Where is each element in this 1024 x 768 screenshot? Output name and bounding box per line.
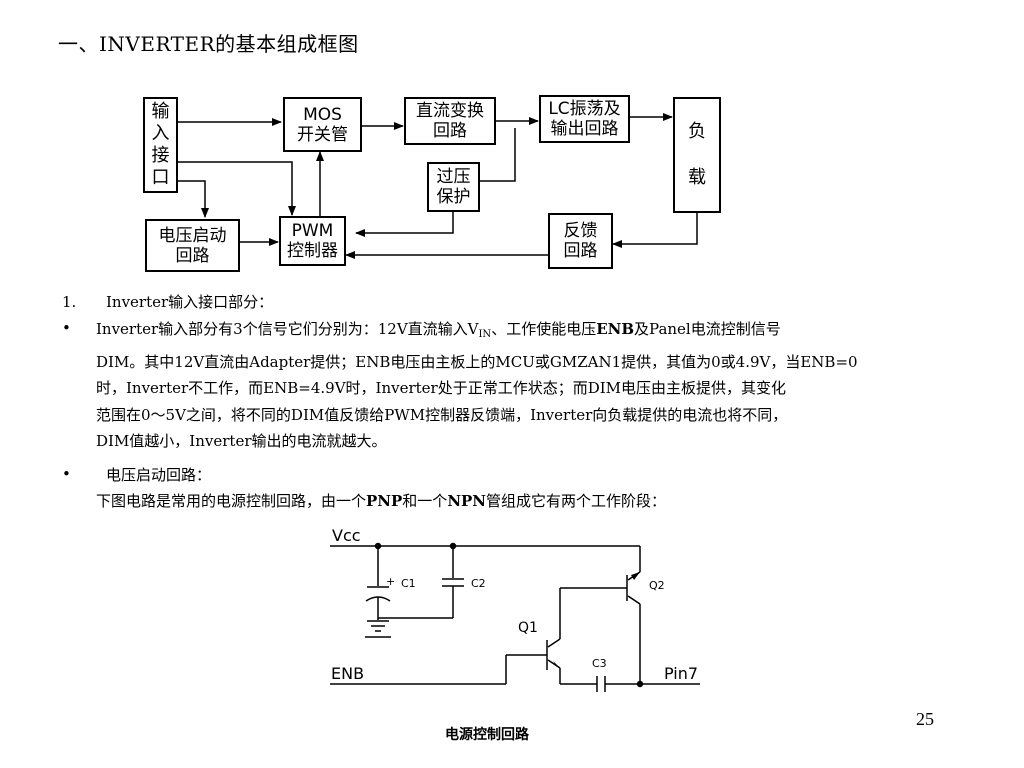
section2-heading: 电压启动回路： [106, 466, 212, 484]
label-c1-plus: + [386, 575, 396, 588]
label-c1: C1 [401, 577, 416, 590]
section1-paragraph: Inverter输入部分有3个信号它们分别为：12V直流输入VIN、工作使能电压… [96, 316, 976, 455]
block-input-port-char: 输 [151, 101, 170, 122]
block-overvoltage-protection: 过压保护 [427, 162, 480, 212]
block-input-port-char: 口 [151, 167, 170, 188]
block-mos-line2: 开关管 [297, 124, 348, 145]
block-startup-line1: 电压启动 [158, 225, 227, 246]
section2-description: 下图电路是常用的电源控制回路，由一个PNP和一个NPN管组成它有两个工作阶段： [96, 492, 667, 510]
block-load: 负 载 [673, 97, 721, 213]
section1-heading-text: Inverter输入接口部分： [106, 293, 274, 311]
block-input-port: 输 入 接 口 [143, 97, 178, 193]
block-voltage-startup: 电压启动回路 [145, 219, 240, 272]
section1-bullet: • [62, 319, 71, 337]
label-pin7: Pin7 [664, 664, 699, 683]
block-input-port-char: 接 [151, 145, 170, 166]
label-q2: Q2 [649, 579, 665, 592]
label-c3: C3 [592, 657, 607, 670]
block-dc-conversion: 直流变换回路 [404, 97, 496, 145]
section1-line3: 时，Inverter不工作，而ENB=4.9V时，Inverter处于正常工作状… [96, 379, 787, 397]
block-mos-line1: MOS [303, 104, 342, 125]
page-number: 25 [916, 709, 934, 729]
block-dc-line2: 回路 [433, 121, 467, 141]
block-feedback: 反馈回路 [548, 213, 613, 269]
section2-bullet: • [62, 465, 71, 483]
section1-line5: DIM值越小，Inverter输出的电流就越大。 [96, 432, 387, 450]
block-dc-line1: 直流变换 [416, 101, 484, 121]
block-lc-line1: LC振荡及 [548, 99, 621, 119]
block-load-char: 负 [688, 121, 706, 142]
section1-line4: 范围在0～5V之间，将不同的DIM值反馈给PWM控制器反馈端，Inverter向… [96, 405, 788, 424]
label-vcc: Vcc [332, 526, 361, 545]
section1-line2: DIM。其中12V直流由Adapter提供；ENB电压由主板上的MCU或GMZA… [96, 352, 858, 371]
block-lc-output: LC振荡及输出回路 [539, 95, 630, 143]
block-pwm-line1: PWM [291, 221, 334, 241]
block-feedback-line2: 回路 [563, 241, 598, 261]
block-feedback-line1: 反馈 [563, 221, 598, 241]
section1-line1: Inverter输入部分有3个信号它们分别为：12V直流输入VIN、工作使能电压… [96, 320, 781, 340]
block-ovp-line2: 保护 [436, 187, 471, 207]
block-ovp-line1: 过压 [436, 167, 471, 187]
label-c2: C2 [471, 577, 486, 590]
label-enb: ENB [331, 664, 365, 683]
block-startup-line2: 回路 [175, 245, 210, 266]
section1-heading: 1. Inverter输入接口部分： [62, 291, 273, 312]
circuit-caption: 电源控制回路 [445, 727, 529, 743]
block-lc-line2: 输出回路 [550, 119, 619, 139]
block-input-port-char: 入 [151, 123, 170, 144]
section1-number: 1. [62, 293, 77, 311]
slide-title: 一、INVERTER的基本组成框图 [58, 32, 359, 56]
label-q1: Q1 [518, 620, 538, 636]
block-pwm-line2: 控制器 [287, 241, 338, 261]
block-load-char: 载 [688, 167, 706, 188]
